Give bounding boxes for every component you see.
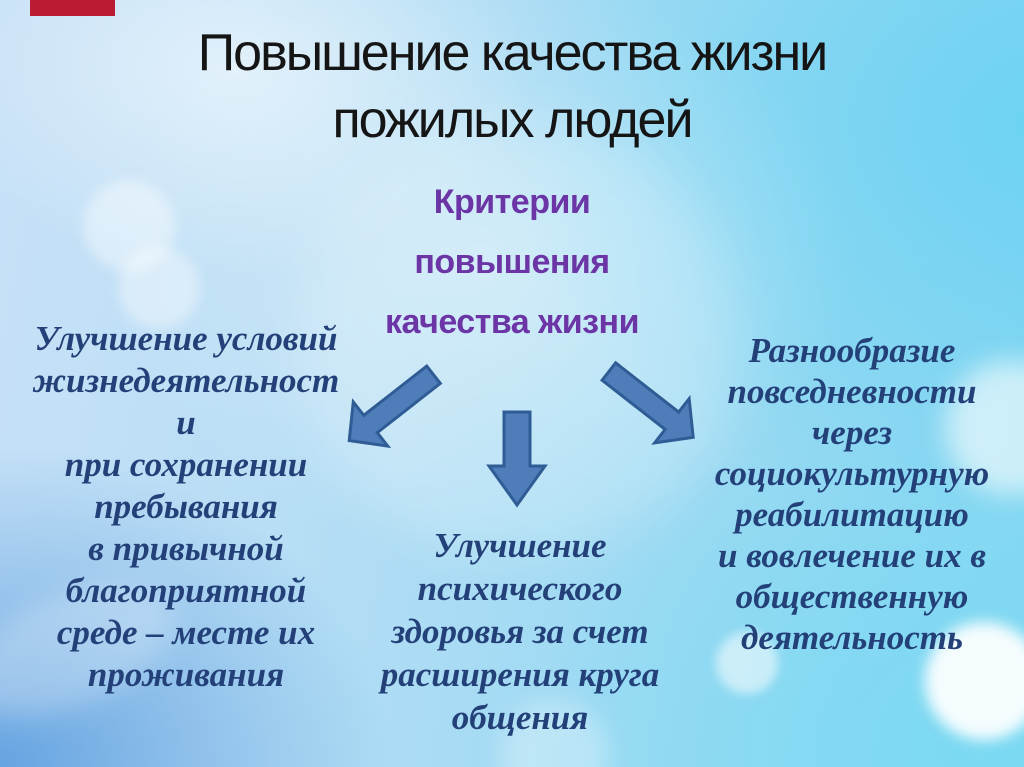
down-left-arrow-icon <box>347 363 443 449</box>
bokeh-circle <box>716 632 778 694</box>
red-progress-bar-fragment <box>30 0 115 16</box>
slide-subtitle: Критерии повышения качества жизни <box>385 183 640 341</box>
bokeh-circle <box>118 247 200 329</box>
down-right-arrow-icon <box>599 360 695 445</box>
down-arrow-icon <box>486 410 548 508</box>
bokeh-circle <box>925 622 1024 740</box>
slide-title: Повышение качества жизни пожилых людей <box>197 24 828 149</box>
bokeh-circle <box>83 180 175 272</box>
criterion-right-text: Разнообразие повседневности через социок… <box>714 331 990 657</box>
criterion-left-text: Улучшение условий жизнедеятельност и при… <box>32 319 340 694</box>
criterion-center-text: Улучшение психического здоровья за счет … <box>380 526 660 737</box>
